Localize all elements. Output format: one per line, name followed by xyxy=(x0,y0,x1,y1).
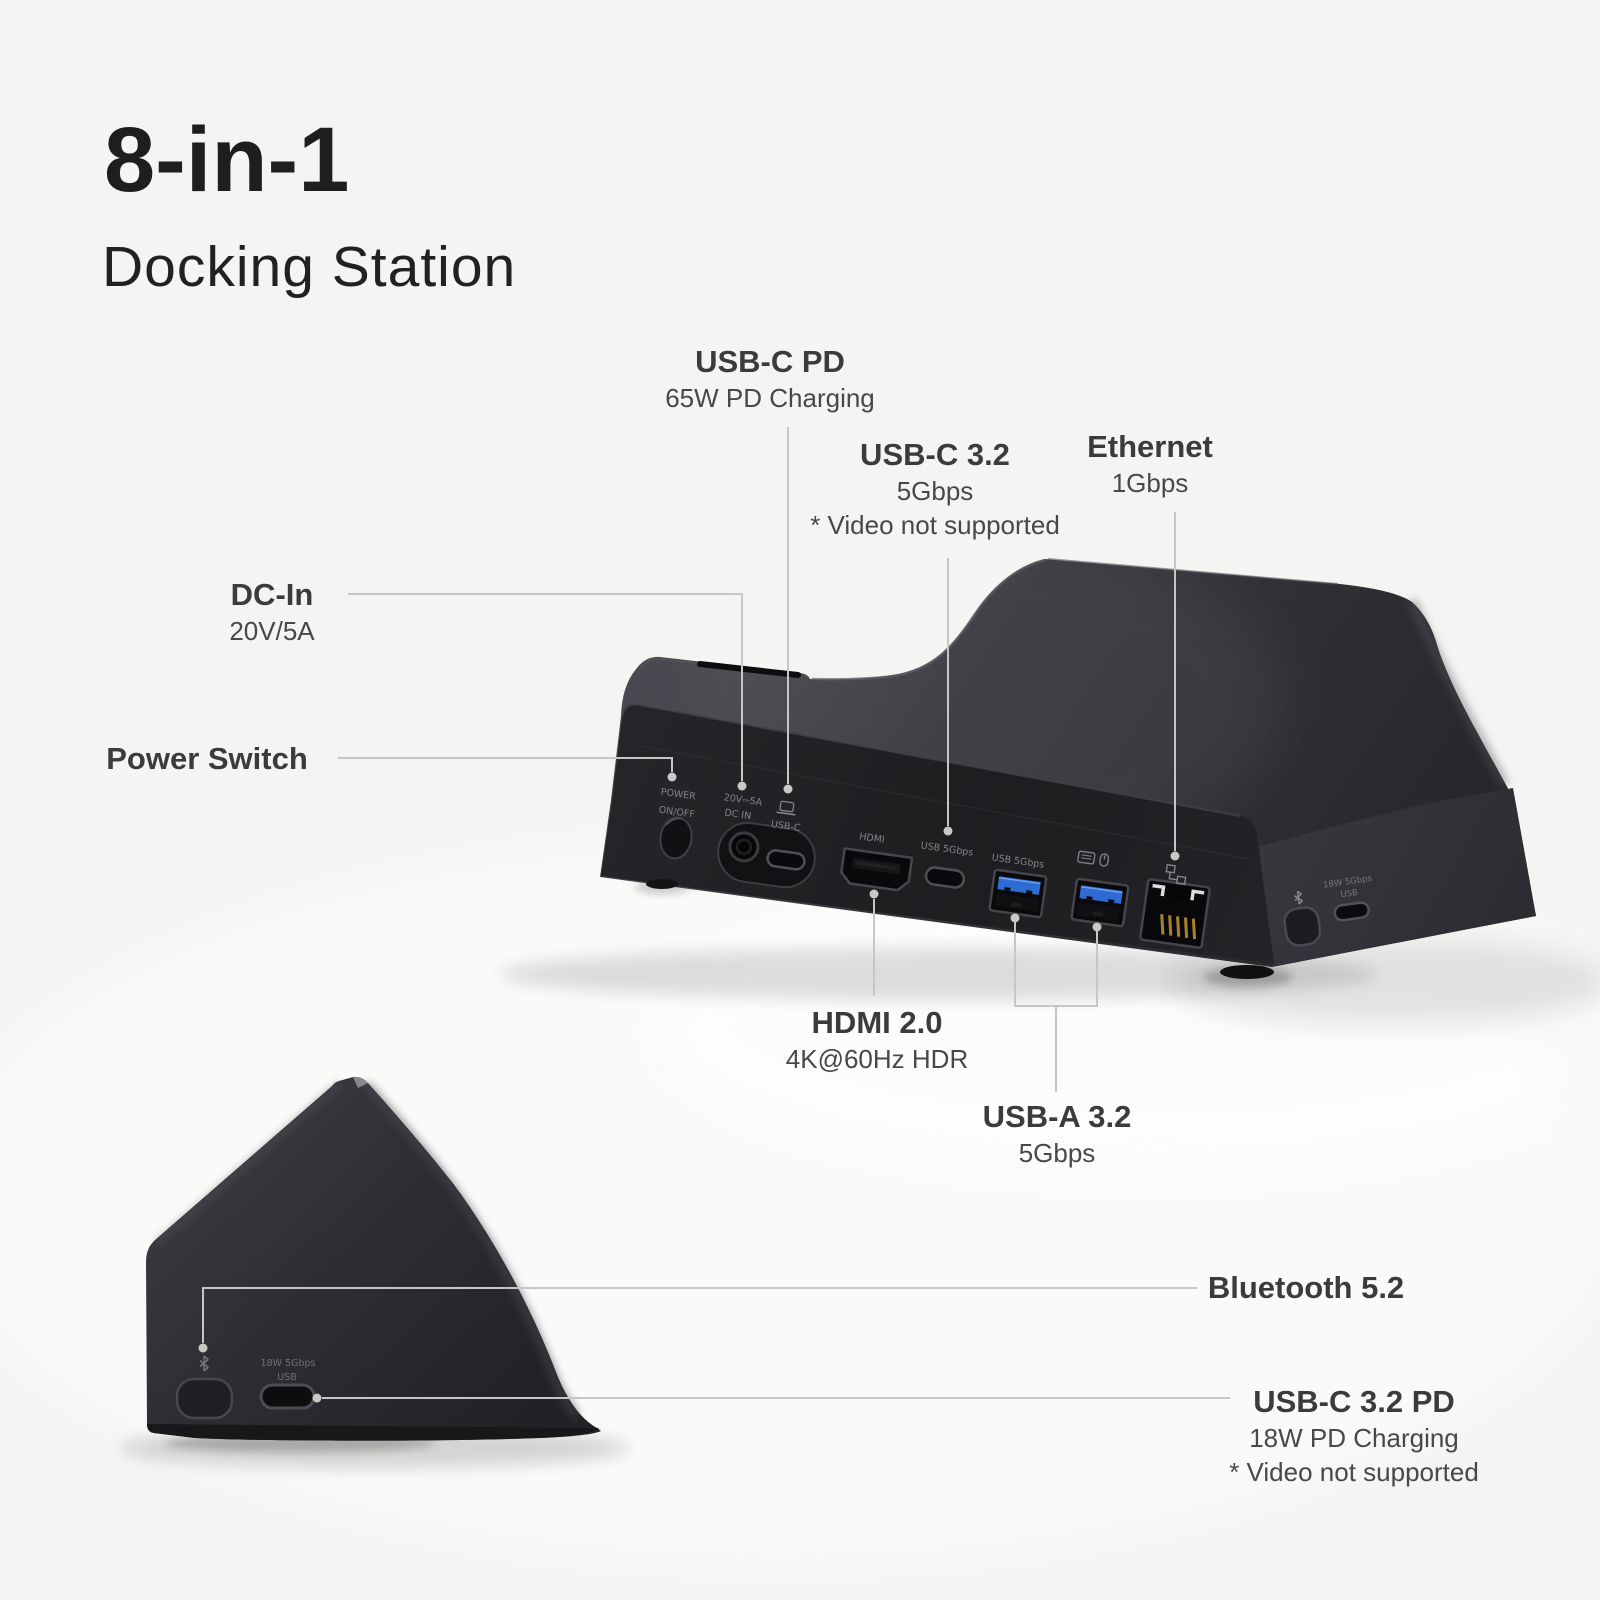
usb-c-pd-port xyxy=(766,849,806,871)
side-port-label: 18W 5Gbps xyxy=(261,1358,316,1369)
bluetooth-icon-side xyxy=(199,1355,209,1372)
keyboard-icon xyxy=(1077,850,1096,865)
callout-bluetooth-title: Bluetooth 5.2 xyxy=(1207,1270,1405,1305)
dock-foot xyxy=(646,879,678,889)
callout-usb-c-32-pd: USB-C 3.2 PD 18W PD Charging * Video not… xyxy=(1229,1383,1479,1489)
callout-usb-c-32-pd-note: * Video not supported xyxy=(1229,1457,1479,1487)
callout-lines xyxy=(198,427,1230,1403)
side-usbc-label2: USB xyxy=(1340,888,1359,900)
main-dock-right-face xyxy=(1186,788,1536,966)
mouse-icon xyxy=(1099,853,1110,867)
callout-usb-c-32-note: * Video not supported xyxy=(810,510,1060,540)
callout-usb-c-32-title: USB-C 3.2 xyxy=(860,437,1010,472)
laptop-icon xyxy=(776,800,796,816)
side-dock-base xyxy=(147,1424,599,1441)
dc-port-label: 20V⎓5A xyxy=(723,792,763,808)
callout-line-hdmi xyxy=(869,889,879,996)
usbc-pd-port-label: USB-C xyxy=(770,819,801,834)
rear-face-top-edge xyxy=(621,703,1241,817)
callout-power-switch: Power Switch xyxy=(106,740,308,778)
dock-foot xyxy=(1220,965,1274,979)
callout-usb-a: USB-A 3.2 5Gbps xyxy=(983,1098,1132,1171)
callout-line-ethernet xyxy=(1170,512,1180,861)
side-right-edge-chamfer xyxy=(362,1080,581,1419)
saddle-edge-highlight xyxy=(811,558,1046,681)
ethernet-port xyxy=(1139,878,1211,949)
callout-line-power-switch xyxy=(338,757,677,782)
keyboard-mouse-icons xyxy=(1077,850,1110,867)
callout-hdmi-subtitle: 4K@60Hz HDR xyxy=(785,1044,969,1074)
usb-a-port-1 xyxy=(988,868,1048,919)
side-port-label2: USB xyxy=(277,1372,297,1383)
usb-a-port-2 xyxy=(1070,877,1130,928)
right-corner-sheen xyxy=(1407,598,1510,788)
callout-usb-a-title: USB-A 3.2 xyxy=(982,1099,1132,1134)
callout-usb-c-pd: USB-C PD 65W PD Charging xyxy=(665,343,875,416)
bluetooth-icon xyxy=(1294,890,1303,905)
callout-hdmi: HDMI 2.0 4K@60Hz HDR xyxy=(786,1004,968,1077)
hdmi-port xyxy=(840,847,914,892)
side-dock-body xyxy=(146,1076,601,1441)
callout-dc-in-subtitle: 20V/5A xyxy=(229,616,315,646)
callout-hdmi-title: HDMI 2.0 xyxy=(811,1005,943,1040)
callout-ethernet: Ethernet 1Gbps xyxy=(1087,428,1213,501)
callout-line-usb-a xyxy=(1010,913,1102,1092)
callout-usb-c-pd-title: USB-C PD xyxy=(695,344,845,379)
ridge-highlight xyxy=(1047,558,1339,585)
dc-in-jack xyxy=(728,831,760,863)
power-port-label: POWER xyxy=(660,787,697,803)
cradle-slot xyxy=(697,661,801,678)
side-apex-notch xyxy=(353,1076,368,1088)
callout-ethernet-subtitle: 1Gbps xyxy=(1111,468,1189,498)
side-usb-c-port xyxy=(259,1383,316,1410)
callout-usb-c-32-pd-subtitle: 18W PD Charging xyxy=(1249,1423,1459,1453)
dc-port-label2: DC IN xyxy=(724,807,752,822)
callout-usb-a-subtitle: 5Gbps xyxy=(1018,1138,1096,1168)
page-subtitle: Docking Station xyxy=(102,235,517,299)
callout-dc-in-title: DC-In xyxy=(230,577,314,612)
callout-usb-c-32-subtitle: 5Gbps xyxy=(896,476,974,506)
callout-line-usb-c-32-pd xyxy=(312,1393,1230,1403)
side-dock-illustration: 18W 5Gbps USB xyxy=(146,1076,601,1441)
callout-dc-in: DC-In 20V/5A xyxy=(229,576,314,649)
callout-ethernet-title: Ethernet xyxy=(1087,429,1213,464)
callout-bluetooth: Bluetooth 5.2 xyxy=(1208,1269,1404,1307)
side-usb-c-pd-port xyxy=(1333,901,1370,922)
callout-usb-c-32-pd-title: USB-C 3.2 PD xyxy=(1253,1384,1455,1419)
callout-line-dc-in xyxy=(348,593,747,791)
page-title: 8-in-1 xyxy=(104,109,350,211)
side-left-edge-sheen xyxy=(155,1081,342,1245)
side-bluetooth-button xyxy=(175,1377,234,1420)
callout-line-bluetooth xyxy=(198,1287,1197,1353)
power-port-label2: ON/OFF xyxy=(658,805,695,821)
callout-usb-c-pd-subtitle: 65W PD Charging xyxy=(665,383,875,413)
bluetooth-pair-button xyxy=(1283,906,1322,947)
main-dock-illustration: POWER ON/OFF 20V⎓5A DC IN USB-C xyxy=(600,530,1536,979)
hdmi-port-label: HDMI xyxy=(859,831,886,845)
callout-line-usb-c-32 xyxy=(943,558,953,836)
power-button xyxy=(659,816,693,860)
callout-power-switch-title: Power Switch xyxy=(106,741,308,776)
lip-highlight xyxy=(639,657,799,675)
dc-usbc-recess xyxy=(717,821,816,889)
callout-usb-c-32: USB-C 3.2 5Gbps * Video not supported xyxy=(810,436,1060,542)
callout-line-usb-c-pd xyxy=(783,427,793,794)
network-icon xyxy=(1165,863,1187,886)
usb-c-32-port xyxy=(924,866,966,889)
